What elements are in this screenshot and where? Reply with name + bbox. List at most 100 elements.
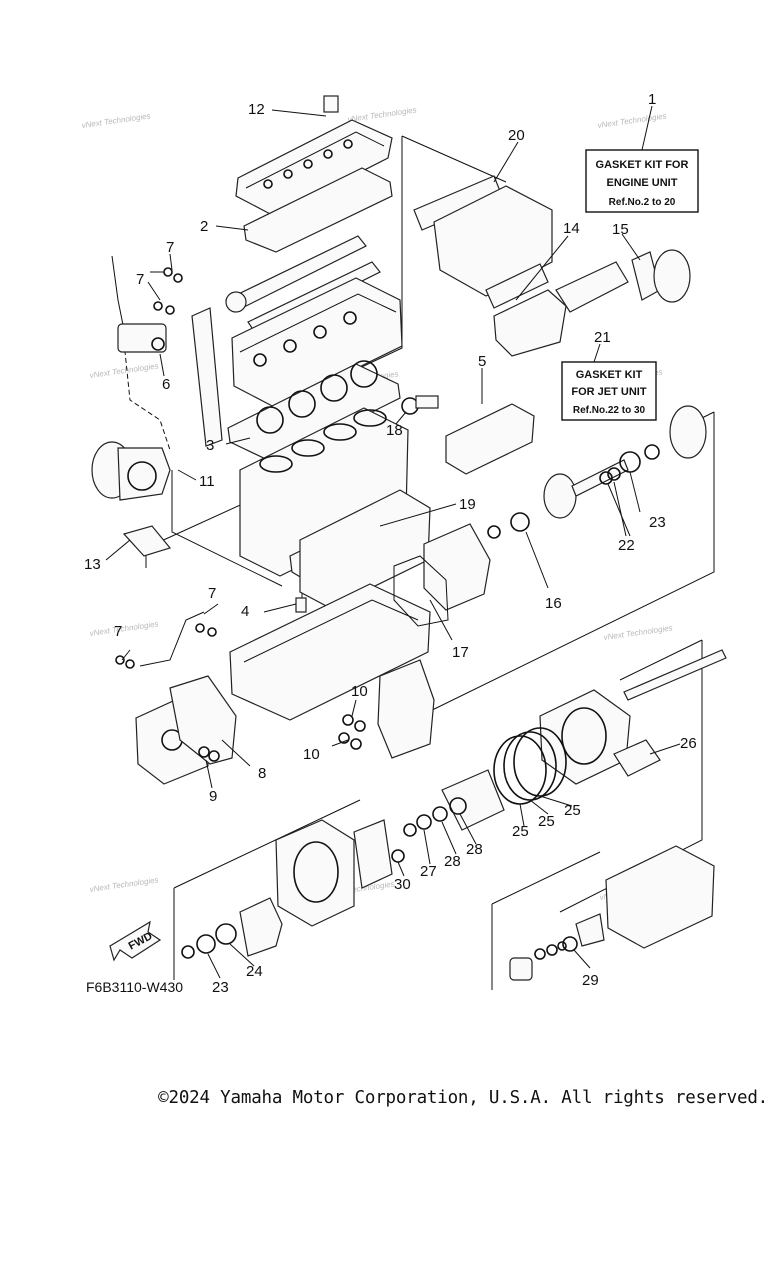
- timing-chain: [191, 307, 223, 447]
- oil-line: [123, 341, 171, 451]
- ref-label-25: 25: [512, 823, 529, 840]
- impeller: [353, 819, 393, 889]
- bearing-24: [215, 923, 237, 945]
- ref-label-22: 22: [618, 537, 635, 554]
- ref-label-28: 28: [466, 841, 483, 858]
- jet-nozzle: [605, 845, 715, 949]
- housing-gasket-17: [393, 555, 449, 627]
- ref-label-7: 7: [208, 585, 216, 602]
- reference-labels: 1 2 3 4 5 6 7 7 7 7 8 9 10 10 11 12 13 1…: [84, 91, 697, 996]
- valve-cover: [235, 95, 393, 217]
- impeller-housing: [539, 689, 631, 785]
- ref-label-4: 4: [241, 603, 249, 620]
- exhaust-manifold: [433, 185, 553, 297]
- bolts-7-lower: [115, 623, 217, 669]
- nozzle-cap: [575, 913, 605, 947]
- ref-label-26: 26: [680, 735, 697, 752]
- watermark: vNext Technologies: [347, 105, 417, 124]
- kit-line: GASKET KIT: [576, 369, 643, 381]
- ref-label-9: 9: [209, 788, 217, 805]
- head-gasket: [227, 360, 401, 463]
- bolts-7-upper: [150, 267, 183, 315]
- engine-gasket-kit-box: GASKET KIT FOR ENGINE UNIT Ref.No.2 to 2…: [585, 149, 699, 213]
- cover-gasket: [243, 167, 393, 253]
- ref-label-6: 6: [162, 376, 170, 393]
- ref-label-1: 1: [648, 91, 656, 108]
- ref-label-17: 17: [452, 644, 469, 661]
- watermark: vNext Technologies: [603, 623, 673, 642]
- ref-label-19: 19: [459, 496, 476, 513]
- ref-label-23: 23: [212, 979, 229, 996]
- ref-label-8: 8: [258, 765, 266, 782]
- kit-line: FOR JET UNIT: [571, 386, 646, 398]
- o-ring-29: [562, 936, 578, 952]
- ref-label-25: 25: [538, 813, 555, 830]
- exhaust-pipe: [555, 261, 629, 313]
- jet-gasket-kit-box: GASKET KIT FOR JET UNIT Ref.No.22 to 30: [561, 361, 657, 421]
- ref-label-2: 2: [200, 218, 208, 235]
- ref-label-3: 3: [206, 437, 214, 454]
- watermark: vNext Technologies: [89, 875, 159, 894]
- cover-gasket-26: [613, 739, 661, 777]
- bearing-housing: [669, 405, 707, 459]
- ref-label-10: 10: [303, 746, 320, 763]
- ref-label-7: 7: [166, 239, 174, 256]
- dowel-pin: [295, 597, 307, 613]
- kit-line: GASKET KIT FOR: [596, 159, 689, 171]
- copyright-notice: ©2024 Yamaha Motor Corporation, U.S.A. A…: [158, 1088, 768, 1108]
- watermark: vNext Technologies: [81, 111, 151, 130]
- o-ring-30: [391, 849, 405, 863]
- ref-label-11: 11: [199, 473, 215, 490]
- intake-cover-5: [445, 403, 535, 475]
- diagram-code: F6B3110-W430: [86, 979, 183, 995]
- ref-label-20: 20: [508, 127, 525, 144]
- output-housing: [423, 523, 491, 611]
- watermark: vNext Technologies: [89, 619, 159, 638]
- turbocharger: [91, 441, 171, 501]
- ref-label-7: 7: [136, 271, 144, 288]
- fwd-arrow: FWD: [109, 920, 162, 962]
- cylinder-block: [239, 407, 409, 577]
- exhaust-joint: [653, 249, 691, 303]
- oil-seal-23-lower: [196, 934, 216, 954]
- ref-label-14: 14: [563, 220, 580, 237]
- kit-line: Ref.No.2 to 20: [609, 197, 676, 208]
- ref-label-16: 16: [545, 595, 562, 612]
- ref-label-29: 29: [582, 972, 599, 989]
- water-pump: [377, 659, 435, 759]
- ref-label-13: 13: [84, 556, 101, 573]
- turbo-gasket: [122, 525, 172, 557]
- bulkhead-plate: [275, 819, 355, 927]
- ref-label-12: 12: [248, 101, 265, 118]
- watermark: vNext Technologies: [597, 111, 667, 130]
- circlip-lower: [181, 945, 195, 959]
- watermark: vNext Technologies: [89, 361, 159, 380]
- oil-seal-16: [510, 512, 530, 532]
- ref-label-25: 25: [564, 802, 581, 819]
- ref-label-18: 18: [386, 422, 403, 439]
- ref-label-27: 27: [420, 863, 437, 880]
- o-rings-10: [338, 714, 366, 750]
- ref-label-23: 23: [649, 514, 666, 531]
- oil-seal-18: [401, 395, 439, 415]
- ref-label-15: 15: [612, 221, 629, 238]
- leader-lines: [105, 105, 681, 979]
- nozzle-bushing: [509, 957, 533, 981]
- ref-label-24: 24: [246, 963, 263, 980]
- bearing-cover: [239, 897, 283, 957]
- nozzle-bearings: [534, 941, 567, 960]
- ref-label-21: 21: [594, 329, 611, 346]
- kit-line: ENGINE UNIT: [607, 177, 678, 189]
- seals-27-28: [403, 797, 467, 837]
- liner: [441, 769, 505, 831]
- drive-shaft: [623, 649, 727, 701]
- circlip-upper: [644, 444, 660, 460]
- ref-label-10: 10: [351, 683, 368, 700]
- housing-gasket: [169, 675, 237, 765]
- circlip: [487, 525, 501, 539]
- oil-filter-housing: [117, 323, 167, 353]
- oil-pipe: [139, 611, 205, 667]
- muffler-gasket: [485, 263, 549, 309]
- crankcase: [229, 583, 431, 721]
